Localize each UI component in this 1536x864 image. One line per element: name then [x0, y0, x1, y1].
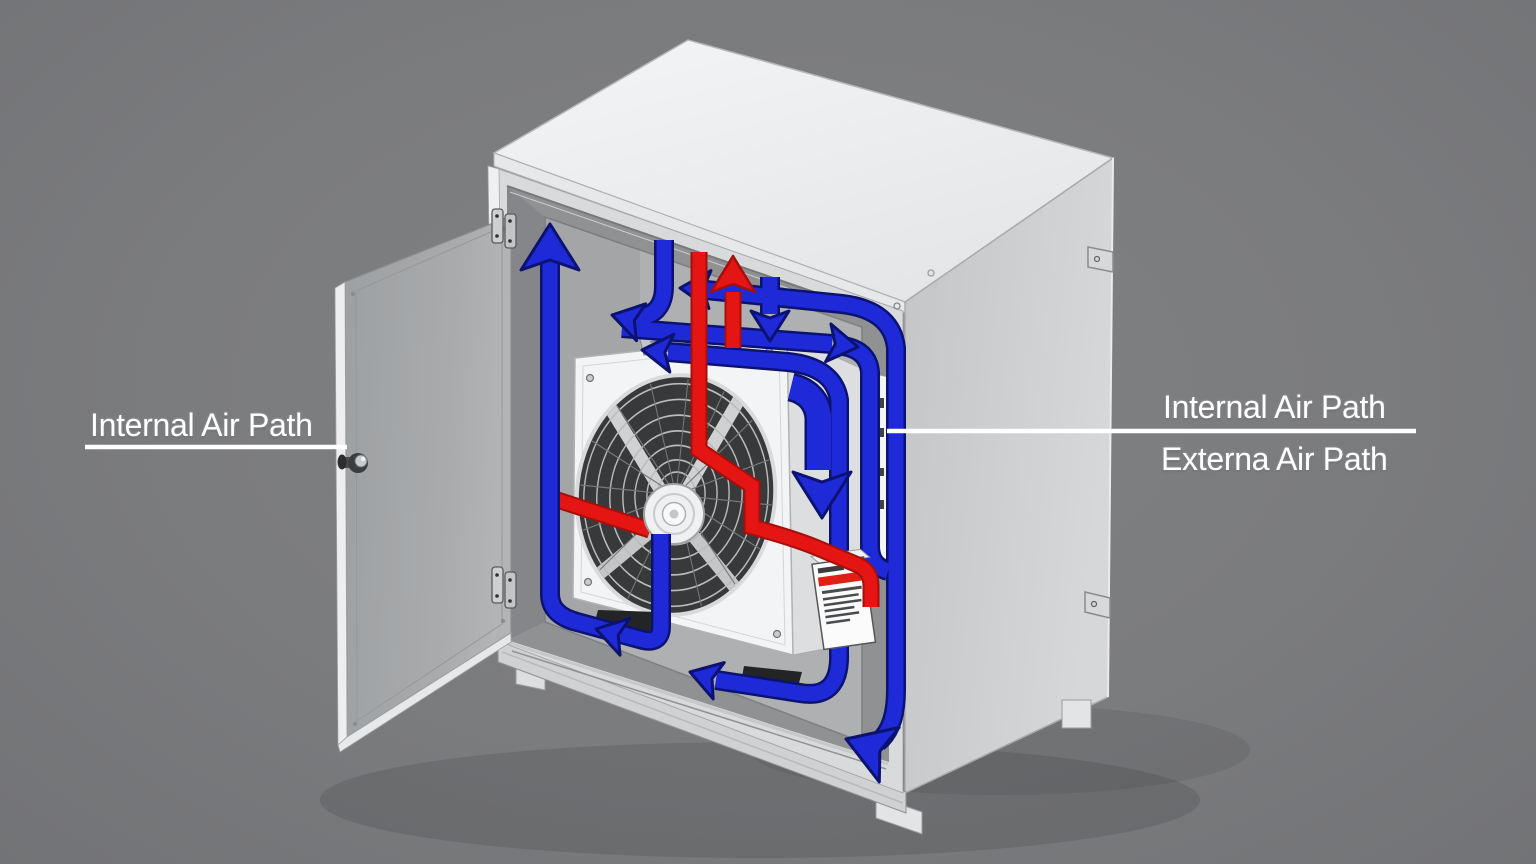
arrow-left-bottom2 [688, 661, 726, 701]
arrow-left-topfeed [610, 302, 648, 343]
red-flow-arrows [709, 254, 757, 294]
cabinet-door [334, 208, 517, 753]
interior-left-reveal [507, 186, 545, 640]
door-panel [344, 215, 512, 739]
side-screw [927, 269, 935, 277]
door-lock [337, 453, 368, 473]
arrow-left-vent [640, 332, 676, 374]
arrow-downleft-bottom [844, 725, 901, 784]
blue-pipe-upper-cross-drop [841, 338, 891, 579]
label-internal-air-path-left: Internal Air Path [90, 407, 313, 443]
arrow-right-uppercross [824, 322, 860, 364]
fan-hub [643, 483, 705, 545]
door-inset-line [355, 226, 503, 722]
arrow-down-stub [749, 309, 791, 343]
interior-sill-highlight [508, 641, 889, 766]
frame-screw-top [893, 302, 901, 310]
blue-pipe-vent-loop [667, 344, 847, 702]
wall-bracket-tab-bottom [1084, 591, 1111, 619]
leader-lines [85, 428, 1416, 450]
red-flow-left [542, 489, 653, 537]
red-pipe-left-horizontal [542, 489, 653, 537]
interior-sill-line [511, 650, 887, 770]
blue-pipe-right-wall-loop [705, 282, 904, 748]
label-text-lines [821, 585, 862, 625]
arrow-down-wide [791, 470, 853, 520]
label-internal-air-path-right: Internal Air Path [1163, 389, 1386, 425]
plinth-step-line [501, 651, 904, 804]
label-externa-air-path-right: Externa Air Path [1161, 441, 1388, 477]
arrow-up-hot [709, 254, 757, 294]
floor-shadow [320, 742, 1200, 858]
red-pipes [692, 252, 878, 607]
cabinet-feet [515, 661, 1092, 835]
door-edge-left [334, 281, 348, 746]
label-red-stripe [817, 571, 863, 587]
door-hinge-bottom [491, 566, 517, 609]
wall-bracket-tab-top [1087, 246, 1114, 273]
arrow-up-internal [519, 222, 581, 272]
door-edge-bottom [337, 632, 512, 753]
blue-pipe-top-feed [632, 240, 672, 327]
arrow-left-bottom1 [594, 616, 632, 657]
door-hinge-top [491, 208, 517, 249]
blue-pipe-wide-drop [787, 375, 831, 470]
label-header-text [817, 564, 845, 574]
red-pipe-main [692, 252, 878, 607]
